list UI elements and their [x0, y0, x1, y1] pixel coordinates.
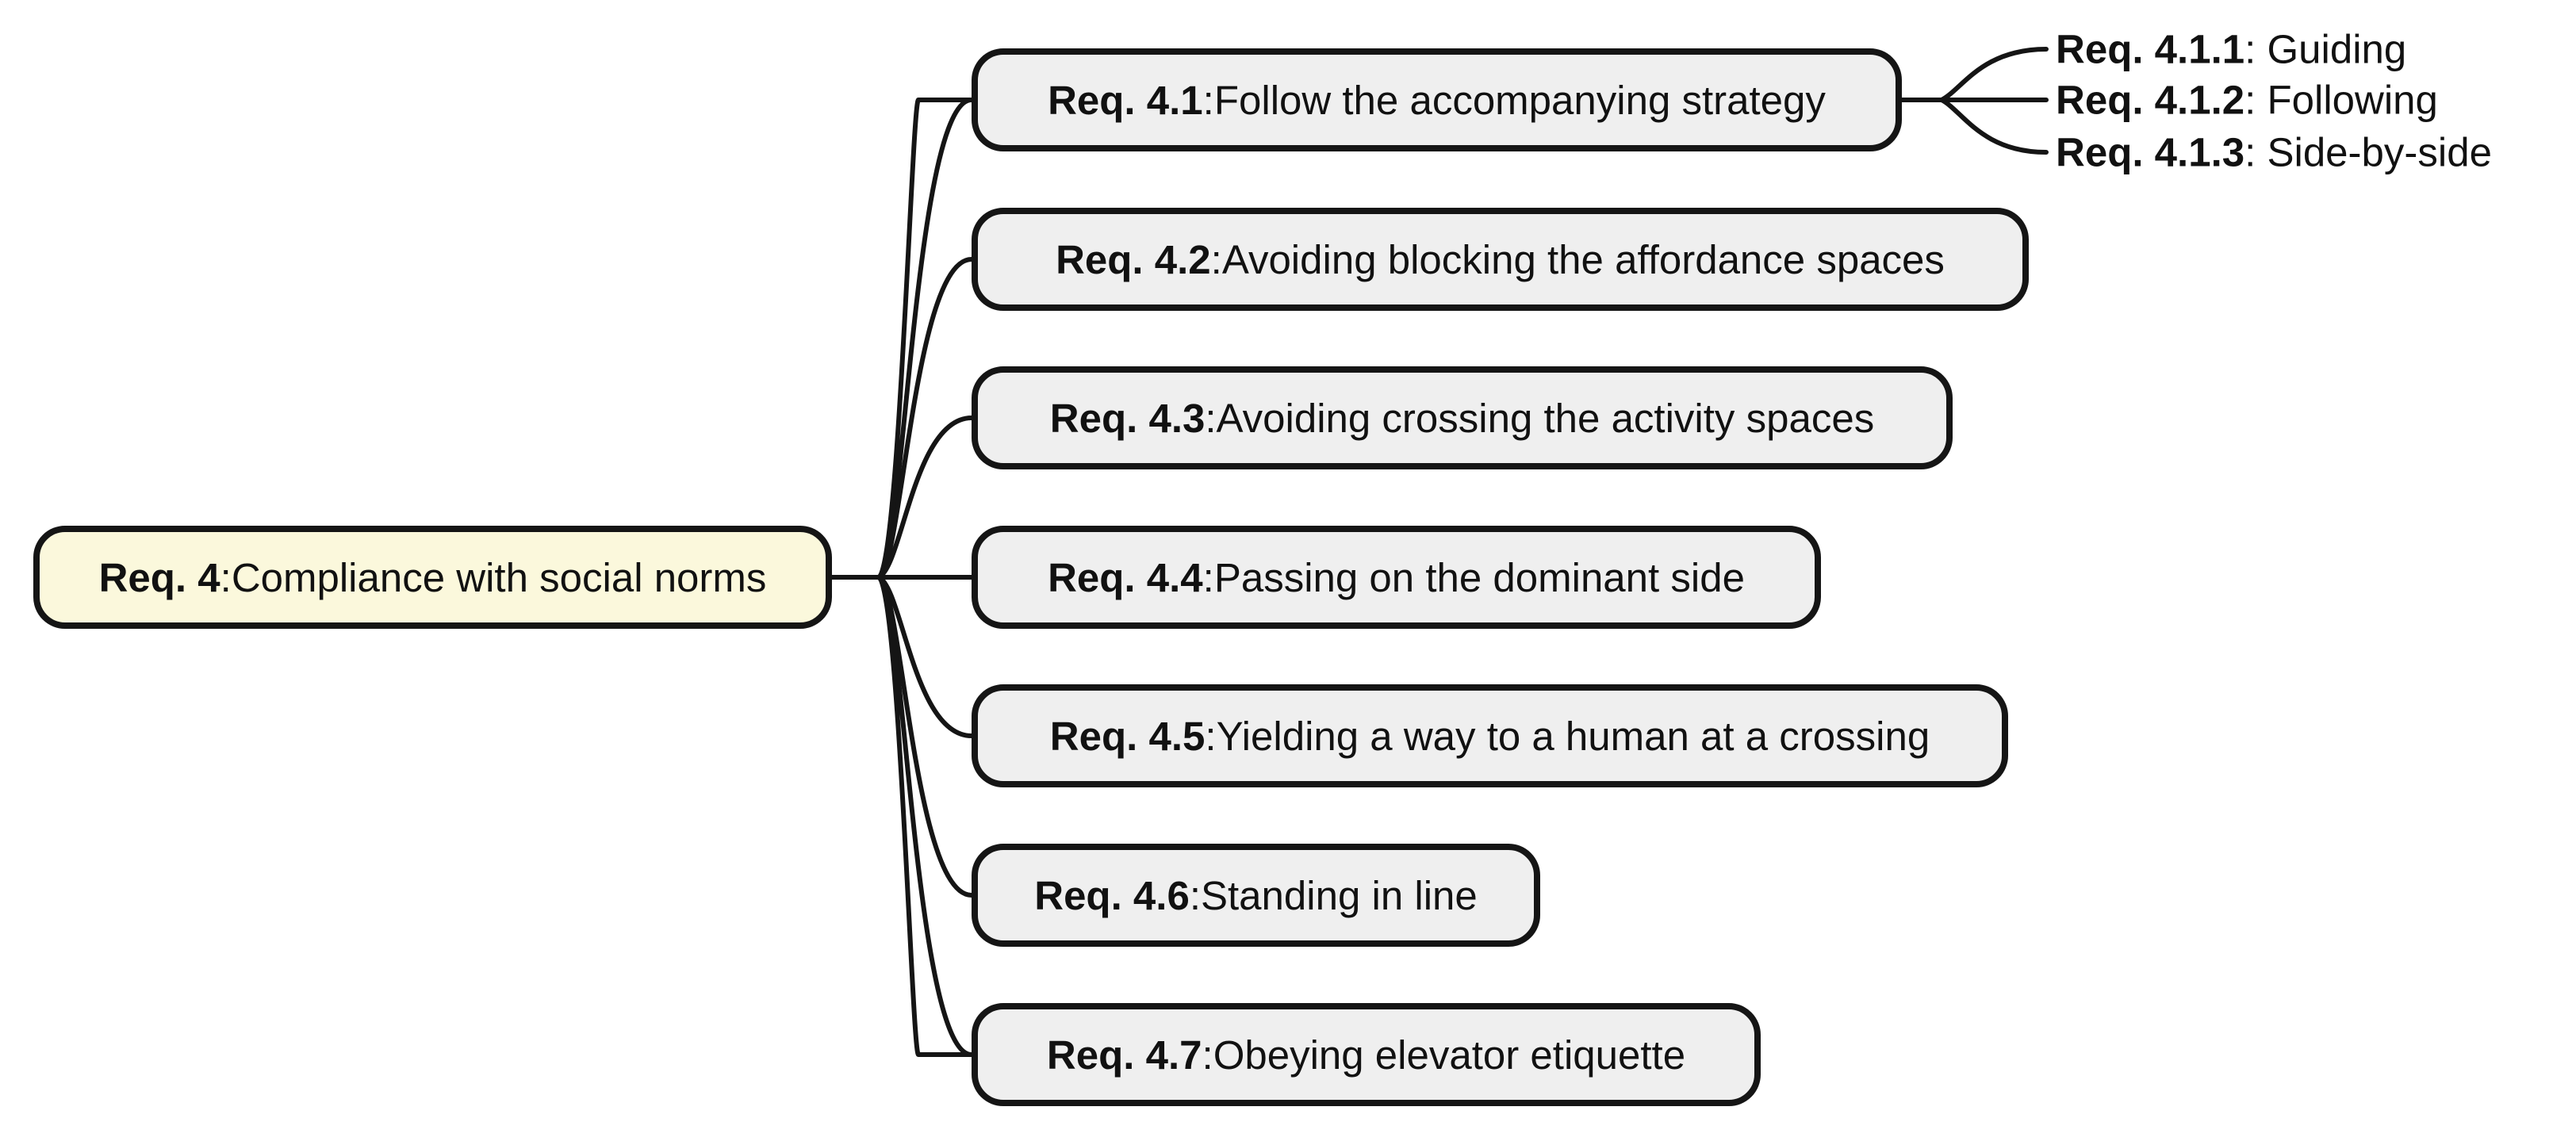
leaf-req-4-1-3: Req. 4.1.3: Side-by-side — [2056, 132, 2492, 173]
leaf-separator: : — [2244, 129, 2267, 175]
node-id: Req. 4.7 — [1046, 1032, 1202, 1078]
leaf-label: Following — [2267, 77, 2438, 123]
node-req-4-5: Req. 4.5: Yielding a way to a human at a… — [972, 684, 2008, 787]
connector-4-1-to-4-1-1 — [1939, 47, 2049, 102]
connector-4-1-to-4-1-3 — [1939, 98, 2049, 155]
node-separator: : — [220, 554, 232, 600]
node-label: Passing on the dominant side — [1213, 554, 1745, 600]
node-label: Avoiding blocking the affordance spaces — [1221, 236, 1945, 282]
node-label: Obeying elevator etiquette — [1213, 1032, 1686, 1078]
leaf-req-4-1-2: Req. 4.1.2: Following — [2056, 80, 2438, 121]
leaf-req-4-1-1: Req. 4.1.1: Guiding — [2056, 29, 2406, 70]
node-req-4-6: Req. 4.6: Standing in line — [972, 844, 1540, 947]
leaf-id: Req. 4.1.1 — [2056, 26, 2245, 72]
connector-root-to-4-3 — [876, 415, 974, 580]
node-id: Req. 4.2 — [1056, 236, 1211, 282]
node-separator: : — [1202, 77, 1214, 123]
leaf-id: Req. 4.1.2 — [2056, 77, 2245, 123]
node-separator: : — [1202, 1032, 1213, 1078]
node-id: Req. 4.3 — [1049, 395, 1206, 441]
node-separator: : — [1205, 713, 1217, 759]
node-label: Follow the accompanying strategy — [1213, 77, 1826, 123]
node-req-4-2: Req. 4.2: Avoiding blocking the affordan… — [972, 208, 2029, 311]
connector-root-to-4-2 — [876, 257, 974, 580]
node-separator: : — [1205, 395, 1217, 441]
node-label: Standing in line — [1201, 872, 1478, 918]
node-id: Req. 4.4 — [1048, 554, 1203, 600]
leaf-label: Side-by-side — [2267, 129, 2492, 175]
node-req-4: Req. 4: Compliance with social norms — [33, 526, 832, 629]
node-req-4-4: Req. 4.4: Passing on the dominant side — [972, 526, 1821, 629]
node-id: Req. 4 — [98, 554, 220, 600]
node-separator: : — [1210, 236, 1222, 282]
leaf-separator: : — [2244, 77, 2267, 123]
node-label: Yielding a way to a human at a crossing — [1216, 713, 1930, 759]
node-id: Req. 4.1 — [1048, 77, 1203, 123]
node-separator: : — [1189, 872, 1201, 918]
node-id: Req. 4.6 — [1034, 872, 1190, 918]
leaf-label: Guiding — [2267, 26, 2407, 72]
node-label: Compliance with social norms — [231, 554, 767, 600]
node-label: Avoiding crossing the activity spaces — [1216, 395, 1875, 441]
node-id: Req. 4.5 — [1049, 713, 1206, 759]
node-separator: : — [1202, 554, 1214, 600]
node-req-4-3: Req. 4.3: Avoiding crossing the activity… — [972, 366, 1953, 469]
leaf-separator: : — [2244, 26, 2267, 72]
node-req-4-7: Req. 4.7: Obeying elevator etiquette — [972, 1003, 1761, 1106]
node-req-4-1: Req. 4.1: Follow the accompanying strate… — [972, 48, 1902, 151]
leaf-id: Req. 4.1.3 — [2056, 129, 2245, 175]
connector-root-to-4-7 — [876, 575, 974, 1057]
